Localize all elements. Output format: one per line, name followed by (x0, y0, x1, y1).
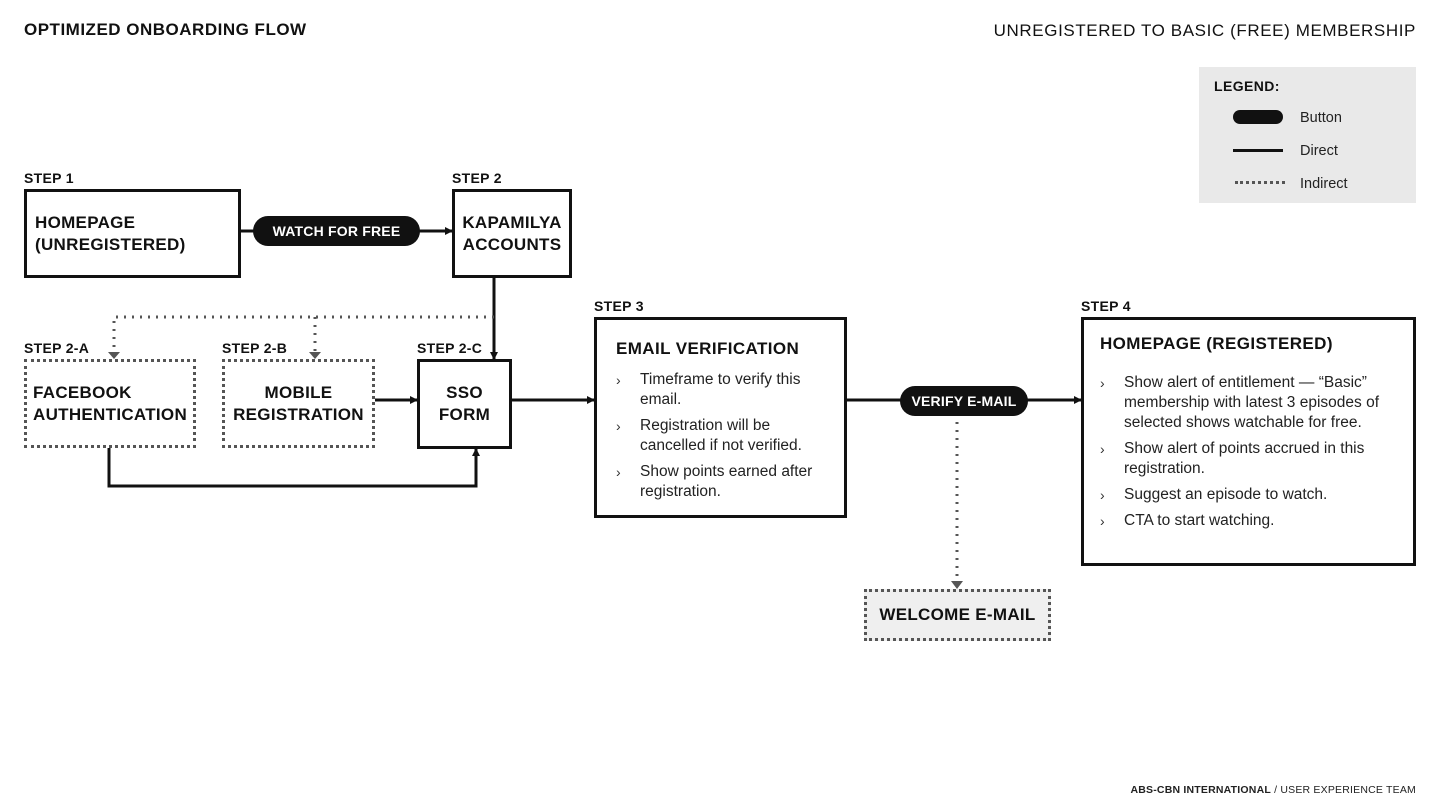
step3-label: STEP 3 (594, 298, 644, 314)
step2b-name: MOBILE REGISTRATION (233, 382, 364, 424)
list-item: ›CTA to start watching. (1100, 512, 1275, 529)
step2a-name: FACEBOOK AUTHENTICATION (33, 382, 188, 424)
step2c-sso-form-box: SSO FORM (417, 359, 512, 449)
step4-homepage-registered-box: HOMEPAGE (REGISTERED) ›Show alert of ent… (1081, 317, 1416, 566)
chevron-right-icon: › (616, 372, 621, 388)
chevron-right-icon: › (1100, 441, 1105, 457)
step2-name: KAPAMILYA ACCOUNTS (462, 212, 562, 254)
list-item: ›Registration will be cancelled if not v… (616, 417, 802, 454)
legend-indirect-label: Indirect (1300, 176, 1348, 192)
legend-button-swatch (1233, 110, 1283, 124)
step3-heading: EMAIL VERIFICATION (616, 339, 800, 358)
welcome-email-box: WELCOME E-MAIL (864, 589, 1051, 641)
step1-label: STEP 1 (24, 170, 74, 186)
footer-org: ABS-CBN INTERNATIONAL (1130, 784, 1271, 796)
chevron-right-icon: › (616, 464, 621, 480)
step2b-mobile-registration-box: MOBILE REGISTRATION (222, 359, 375, 448)
chevron-right-icon: › (1100, 375, 1105, 391)
step4-label: STEP 4 (1081, 298, 1131, 314)
list-item: ›Suggest an episode to watch. (1100, 486, 1328, 503)
page-subtitle: UNREGISTERED TO BASIC (FREE) MEMBERSHIP (993, 21, 1416, 40)
connector-2a-to-sso (107, 448, 480, 488)
step2-kapamilya-accounts-box: KAPAMILYA ACCOUNTS (452, 189, 572, 278)
chevron-right-icon: › (1100, 513, 1105, 529)
watch-for-free-button[interactable]: WATCH FOR FREE (253, 216, 420, 246)
legend-button-label: Button (1300, 110, 1342, 126)
chevron-right-icon: › (616, 418, 621, 434)
footer-team: USER EXPERIENCE TEAM (1280, 784, 1416, 796)
page-title: OPTIMIZED ONBOARDING FLOW (24, 20, 307, 39)
legend-direct-label: Direct (1300, 143, 1338, 159)
legend-title: LEGEND: (1214, 78, 1280, 94)
step4-heading: HOMEPAGE (REGISTERED) (1100, 334, 1333, 353)
legend-direct-swatch (1233, 149, 1283, 152)
list-item: ›Show points earned after registration. (616, 463, 813, 500)
step1-homepage-unregistered-box: HOMEPAGE (UNREGISTERED) (24, 189, 241, 278)
list-item: ›Show alert of entitlement — “Basic” mem… (1100, 374, 1380, 431)
verify-email-button[interactable]: VERIFY E-MAIL (900, 386, 1028, 416)
footer-separator: / (1270, 784, 1281, 796)
step4-bullet-list: ›Show alert of entitlement — “Basic” mem… (1100, 373, 1399, 531)
step2a-label: STEP 2-A (24, 340, 90, 356)
step2c-label: STEP 2-C (417, 340, 483, 356)
legend-indirect-swatch (1235, 181, 1285, 184)
footer-credit: ABS-CBN INTERNATIONAL / USER EXPERIENCE … (1130, 784, 1416, 796)
step2-label: STEP 2 (452, 170, 502, 186)
step1-name: HOMEPAGE (UNREGISTERED) (35, 212, 186, 254)
step2a-facebook-auth-box: FACEBOOK AUTHENTICATION (24, 359, 196, 448)
list-item: ›Timeframe to verify this email. (616, 371, 801, 408)
step3-bullet-list: ›Timeframe to verify this email. ›Regist… (616, 370, 826, 502)
step2c-name: SSO FORM (438, 383, 491, 424)
step2b-label: STEP 2-B (222, 340, 288, 356)
step3-email-verification-box: EMAIL VERIFICATION ›Timeframe to verify … (594, 317, 847, 518)
welcome-email-name: WELCOME E-MAIL (879, 605, 1036, 624)
list-item: ›Show alert of points accrued in this re… (1100, 440, 1365, 477)
legend: LEGEND: Button Direct Indirect (1199, 67, 1416, 203)
chevron-right-icon: › (1100, 487, 1105, 503)
